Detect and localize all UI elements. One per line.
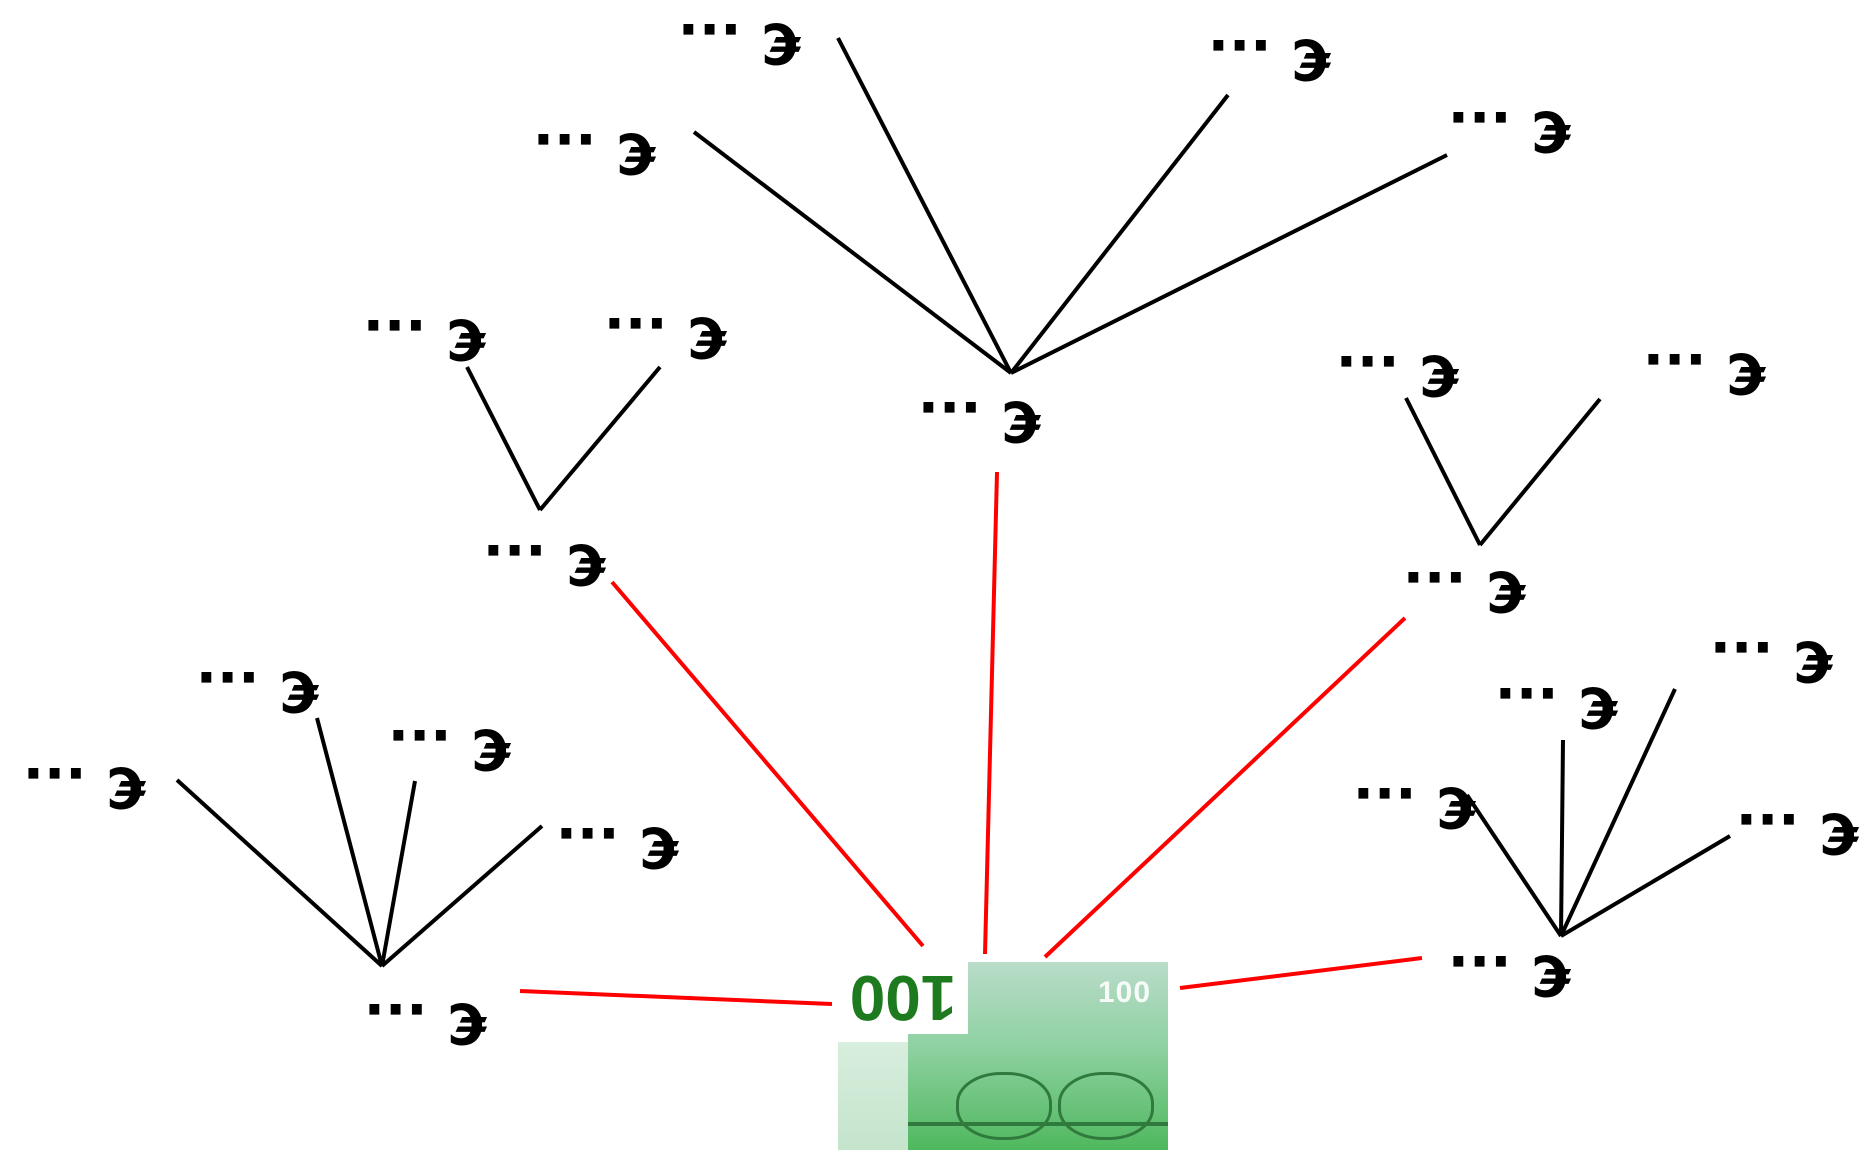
leaf-br-upper-right: € ... xyxy=(1709,628,1832,693)
hub-bottom-right: € ... xyxy=(1447,942,1570,1007)
leaf-ml-right: € ... xyxy=(603,304,726,369)
child-edges xyxy=(175,37,1732,968)
edge-root-bottom-left xyxy=(519,989,833,1006)
hub-bottom-left: € ... xyxy=(363,990,486,1055)
leaf-bl-right: € ... xyxy=(555,814,678,879)
edge-tc-1 xyxy=(692,130,1013,375)
edge-root-mid-right xyxy=(1043,616,1407,959)
leaf-tc-upper-left: € ... xyxy=(677,10,800,75)
banknote-image: 100 100 xyxy=(838,962,1168,1150)
hub-mid-right: € ... xyxy=(1402,558,1525,623)
hub-mid-left: € ... xyxy=(482,531,605,596)
edge-tc-4 xyxy=(1010,153,1448,375)
edge-tc-2 xyxy=(836,37,1013,374)
leaf-br-right: € ... xyxy=(1735,800,1858,865)
edge-bl-2 xyxy=(315,717,384,967)
note-arch-left xyxy=(956,1072,1052,1140)
edge-bl-4 xyxy=(380,824,544,968)
leaf-ml-left: € ... xyxy=(362,306,485,371)
leaf-mr-left: € ... xyxy=(1335,342,1458,407)
edge-br-2 xyxy=(1559,739,1565,937)
leaf-bl-far-left: € ... xyxy=(22,754,145,819)
edge-bl-3 xyxy=(380,780,417,967)
edge-mr-2 xyxy=(1478,397,1602,547)
leaf-bl-upper-left: € ... xyxy=(195,658,318,723)
note-left-panel xyxy=(838,1042,918,1150)
leaf-tc-upper-right: € ... xyxy=(1207,26,1330,91)
leaf-tc-right: € ... xyxy=(1447,98,1570,163)
leaf-tc-left: € ... xyxy=(532,120,655,185)
edge-bl-1 xyxy=(175,778,384,968)
edge-br-4 xyxy=(1559,834,1732,938)
leaf-mr-right: € ... xyxy=(1642,340,1765,405)
leaf-br-middle: € ... xyxy=(1494,674,1617,739)
edge-root-top-center xyxy=(983,471,999,955)
edge-br-1 xyxy=(1465,793,1563,938)
edge-tc-3 xyxy=(1009,93,1230,375)
edge-br-3 xyxy=(1559,688,1677,937)
hub-top-center: € ... xyxy=(917,388,1040,453)
note-arch-right xyxy=(1058,1072,1154,1140)
leaf-bl-middle: € ... xyxy=(387,716,510,781)
note-denomination-box: 100 xyxy=(838,962,968,1034)
leaf-br-left: € ... xyxy=(1352,774,1475,839)
note-corner-mark: 100 xyxy=(1098,976,1152,1009)
note-denomination: 100 xyxy=(849,962,957,1034)
edge-root-mid-left xyxy=(610,580,925,948)
edge-mr-1 xyxy=(1404,397,1482,546)
edge-ml-2 xyxy=(538,365,662,512)
note-band xyxy=(908,1122,1168,1126)
root-edges xyxy=(519,471,1423,1006)
edge-root-bottom-right xyxy=(1179,956,1423,990)
edge-ml-1 xyxy=(465,366,542,511)
